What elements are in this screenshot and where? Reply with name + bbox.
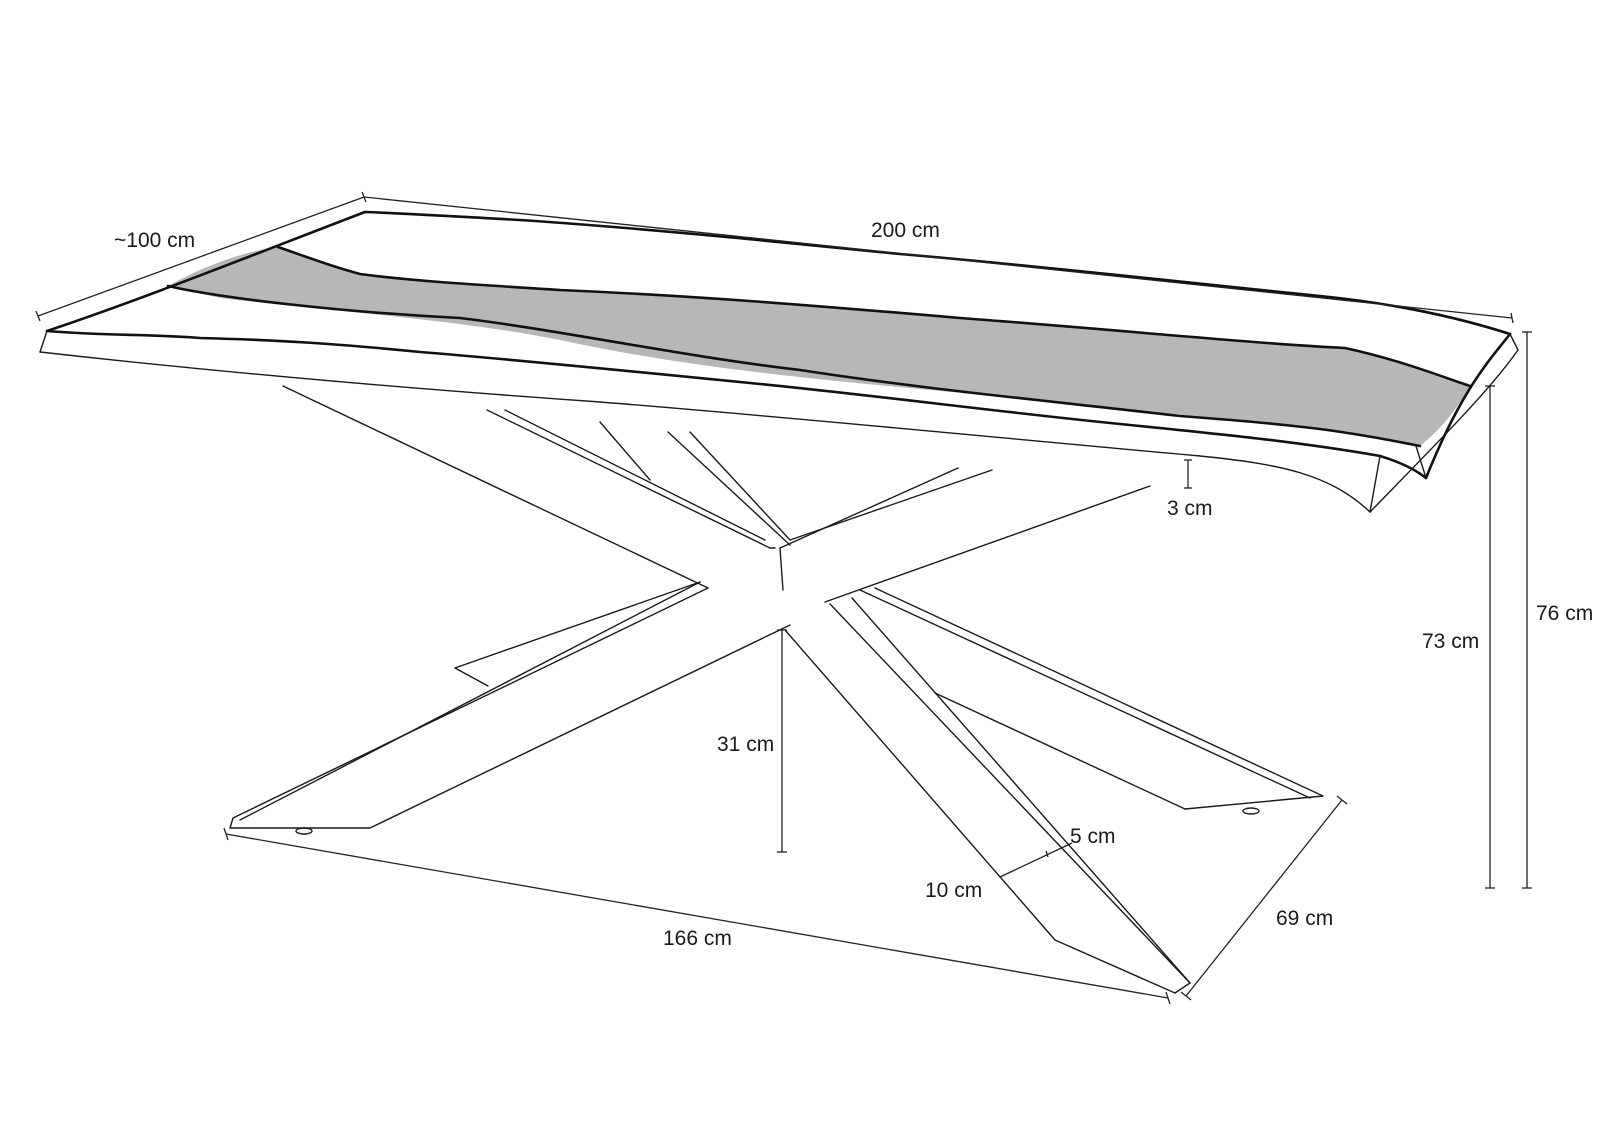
top-front-edge (45, 329, 1428, 480)
hub-line (779, 547, 784, 591)
dim-line-width-top (37, 196, 365, 317)
leg-front-right (784, 603, 1191, 994)
top-left-edge (45, 210, 367, 333)
dimension-lines (35, 191, 1532, 1005)
label-leg-depth: 10 cm (925, 879, 982, 902)
upper-rail-right-2 (789, 469, 993, 541)
foot-pad-right (1242, 807, 1260, 815)
top-right-face (1369, 333, 1519, 513)
top-right-edge (1424, 332, 1512, 480)
dim-line-base-length (225, 833, 1169, 999)
label-width-top: ~100 cm (114, 229, 195, 252)
label-center-height: 31 cm (717, 733, 774, 756)
upper-rail-left (486, 409, 776, 549)
upper-rail-mid-3 (689, 431, 791, 541)
top-front-corner (1369, 455, 1381, 513)
leg-back-left (282, 385, 709, 589)
leg-front-left (229, 587, 791, 829)
table-top (39, 210, 1519, 513)
leg-front-right-inner (851, 597, 1191, 984)
dim-line-leg-section (999, 842, 1073, 878)
spider-leg-base (229, 385, 1324, 994)
top-left-face (39, 330, 48, 353)
leg-front-left-inner (239, 581, 701, 821)
upper-rail-left-2 (504, 409, 766, 541)
label-base-width: 69 cm (1276, 907, 1333, 930)
label-thickness: 3 cm (1167, 497, 1213, 520)
upper-rail-far-right (824, 485, 1151, 603)
dimension-labels: ~100 cm 200 cm 3 cm 76 cm 73 cm 31 cm 16… (114, 219, 1593, 950)
leg-back-right (874, 587, 1324, 810)
upper-rail-right (779, 467, 959, 549)
upper-rail-mid (599, 421, 651, 481)
dim-line-base-width (1185, 799, 1343, 997)
label-base-length: 166 cm (663, 927, 732, 950)
leg-back-right-inner (859, 589, 1311, 799)
resin-edge-upper (276, 245, 1472, 388)
resin-edge-lower (166, 284, 1422, 448)
label-leg-width: 5 cm (1070, 825, 1116, 848)
leg-back-right-lower (934, 692, 1186, 810)
dim-line-length-top (363, 196, 1513, 319)
label-total-height: 76 cm (1536, 602, 1593, 625)
leg-back-left-inner (454, 581, 701, 687)
top-front-face (39, 351, 1371, 513)
top-right-corner-mark (1415, 445, 1427, 479)
label-length-top: 200 cm (871, 219, 940, 242)
upper-rail-mid-2 (667, 431, 791, 546)
foot-pad-left (295, 827, 313, 835)
resin-river (168, 247, 1470, 446)
label-leg-height: 73 cm (1422, 630, 1479, 653)
